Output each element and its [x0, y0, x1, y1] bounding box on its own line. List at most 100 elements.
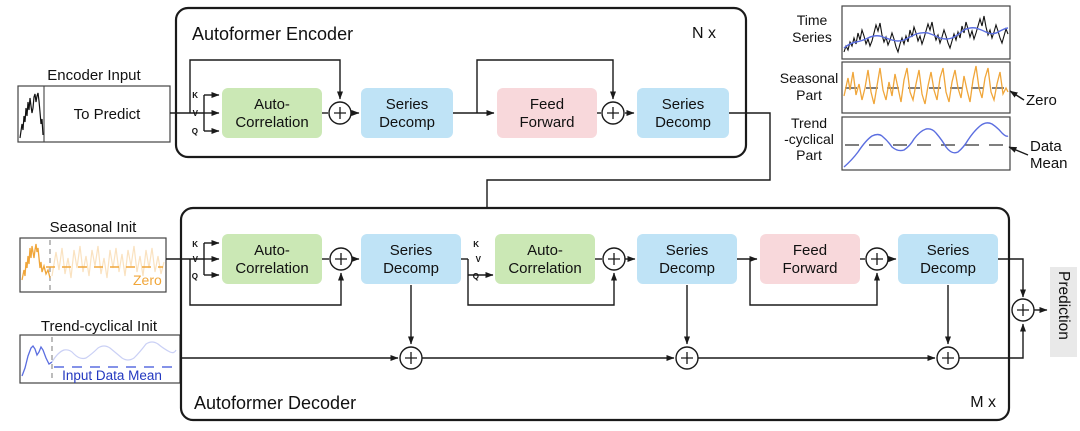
add-operator: [328, 101, 352, 125]
encoder-feed-forward-block: Feed Forward: [497, 88, 597, 138]
decoder-series-decomp-block-2: Series Decomp: [637, 234, 737, 284]
k-label: K: [192, 91, 198, 100]
decoder-feed-forward-block: Feed Forward: [760, 234, 860, 284]
v-label: V: [193, 255, 199, 264]
seasonal-init-title: Seasonal Init: [50, 219, 138, 236]
series-decomp-label: Series: [927, 242, 970, 259]
seasonal-part-label: Seasonal: [780, 70, 838, 86]
time-series-label: Series: [792, 29, 832, 45]
decoder-auto-correlation-block-2: Auto- Correlation: [495, 234, 595, 284]
residual-skip-connector: [467, 259, 617, 306]
auto-correlation-label: Auto-: [254, 242, 290, 259]
trend-part-plot: [841, 116, 1011, 171]
series-decomp-label: Decomp: [379, 114, 435, 131]
auto-correlation-label: Correlation: [235, 260, 308, 277]
seasonal-history-line: [21, 243, 51, 281]
prediction-output: Prediction: [1011, 267, 1077, 357]
v-label: V: [193, 109, 199, 118]
add-operator: [865, 247, 889, 271]
encoder-input: Encoder Input To Predict: [17, 67, 171, 143]
seasonal-series-line: [843, 65, 1009, 105]
time-series-label: Time: [797, 12, 828, 28]
q-label: Q: [473, 272, 479, 281]
series-decomp-label: Decomp: [920, 260, 976, 277]
encoder-repeat-label: N x: [692, 25, 716, 42]
feed-forward-label: Feed: [793, 242, 827, 259]
prediction-label: Prediction: [1055, 271, 1072, 340]
zero-annotation: Zero: [1026, 92, 1057, 109]
input-data-mean-label: Input Data Mean: [62, 368, 162, 383]
trend-series-line: [843, 122, 1009, 168]
raw-series-line: [843, 15, 1009, 54]
auto-correlation-box: [222, 88, 322, 138]
encoder-title: Autoformer Encoder: [192, 24, 353, 44]
add-operator: [399, 346, 423, 370]
seasonal-output-connector: [998, 258, 1026, 298]
decoder-repeat-label: M x: [970, 394, 996, 411]
add-operator: [602, 247, 626, 271]
series-decomp-label: Decomp: [655, 114, 711, 131]
auto-correlation-label: Auto-: [527, 242, 563, 259]
seasonal-init: Seasonal Init Zero: [19, 219, 167, 293]
k-label: K: [473, 240, 479, 249]
residual-skip-connector: [189, 259, 344, 306]
feed-forward-label: Forward: [782, 260, 837, 277]
residual-skip-connector: [189, 59, 343, 113]
add-operator: [936, 346, 960, 370]
series-decomp-label: Series: [390, 242, 433, 259]
trend-cyclical-init: Trend-cyclical Init Input Data Mean: [19, 318, 181, 384]
decoder-connections: [166, 240, 1026, 361]
residual-skip-connector: [476, 59, 616, 113]
series-decomp-box: [637, 88, 729, 138]
series-decomp-label: Series: [386, 96, 429, 113]
trend-init-title: Trend-cyclical Init: [41, 318, 158, 335]
auto-correlation-label: Correlation: [235, 114, 308, 131]
series-decomp-label: Series: [662, 96, 705, 113]
zero-init-label: Zero: [133, 272, 162, 288]
v-label: V: [476, 255, 482, 264]
series-decomp-label: Decomp: [659, 260, 715, 277]
encoder-connections: [170, 59, 635, 134]
trend-placeholder-line: [51, 341, 177, 363]
q-label: Q: [192, 272, 198, 281]
series-decomp-box: [637, 234, 737, 284]
auto-correlation-box: [222, 234, 322, 284]
encoder-auto-correlation-block: Auto- Correlation: [222, 88, 322, 138]
q-label: Q: [192, 127, 198, 136]
series-decomp-label: Series: [666, 242, 709, 259]
trend-part-label: Trend: [791, 115, 827, 131]
trend-part-label: -cyclical: [784, 131, 834, 147]
zero-pointer-arrow: [1009, 90, 1025, 101]
seasonal-part-label: Part: [796, 87, 822, 103]
k-label: K: [192, 240, 198, 249]
trend-output-connector: [959, 323, 1026, 359]
time-series-plot: [841, 5, 1011, 60]
decoder-kvq-labels-2: K V Q: [473, 240, 482, 281]
auto-correlation-label: Auto-: [254, 96, 290, 113]
encoder-series-decomp-block-2: Series Decomp: [637, 88, 729, 138]
series-decomp-label: Decomp: [383, 260, 439, 277]
prediction-box: [1050, 267, 1077, 357]
decoder-auto-correlation-block-1: Auto- Correlation: [222, 234, 322, 284]
encoder-series-decomp-block-1: Series Decomp: [361, 88, 453, 138]
trend-history-line: [21, 344, 53, 377]
auto-correlation-label: Correlation: [508, 260, 581, 277]
encoder-input-title: Encoder Input: [47, 67, 141, 84]
encoder-kvq-labels: K V Q: [192, 91, 199, 136]
add-operator: [601, 101, 625, 125]
series-decomp-box: [898, 234, 998, 284]
add-operator: [675, 346, 699, 370]
seasonal-placeholder-line: [51, 245, 165, 279]
feed-forward-label: Forward: [519, 114, 574, 131]
autoformer-decoder: Autoformer Decoder M x: [166, 206, 1026, 422]
feed-forward-label: Feed: [530, 96, 564, 113]
feed-forward-box: [760, 234, 860, 284]
add-operator: [1011, 298, 1035, 322]
autoformer-encoder: Autoformer Encoder N x K V Q Auto-: [170, 6, 748, 159]
feed-forward-box: [497, 88, 597, 138]
series-decomp-box: [361, 88, 453, 138]
decoder-kvq-labels-1: K V Q: [192, 240, 199, 281]
trend-overlay-line: [843, 27, 1009, 49]
data-mean-annotation: Mean: [1030, 155, 1068, 172]
